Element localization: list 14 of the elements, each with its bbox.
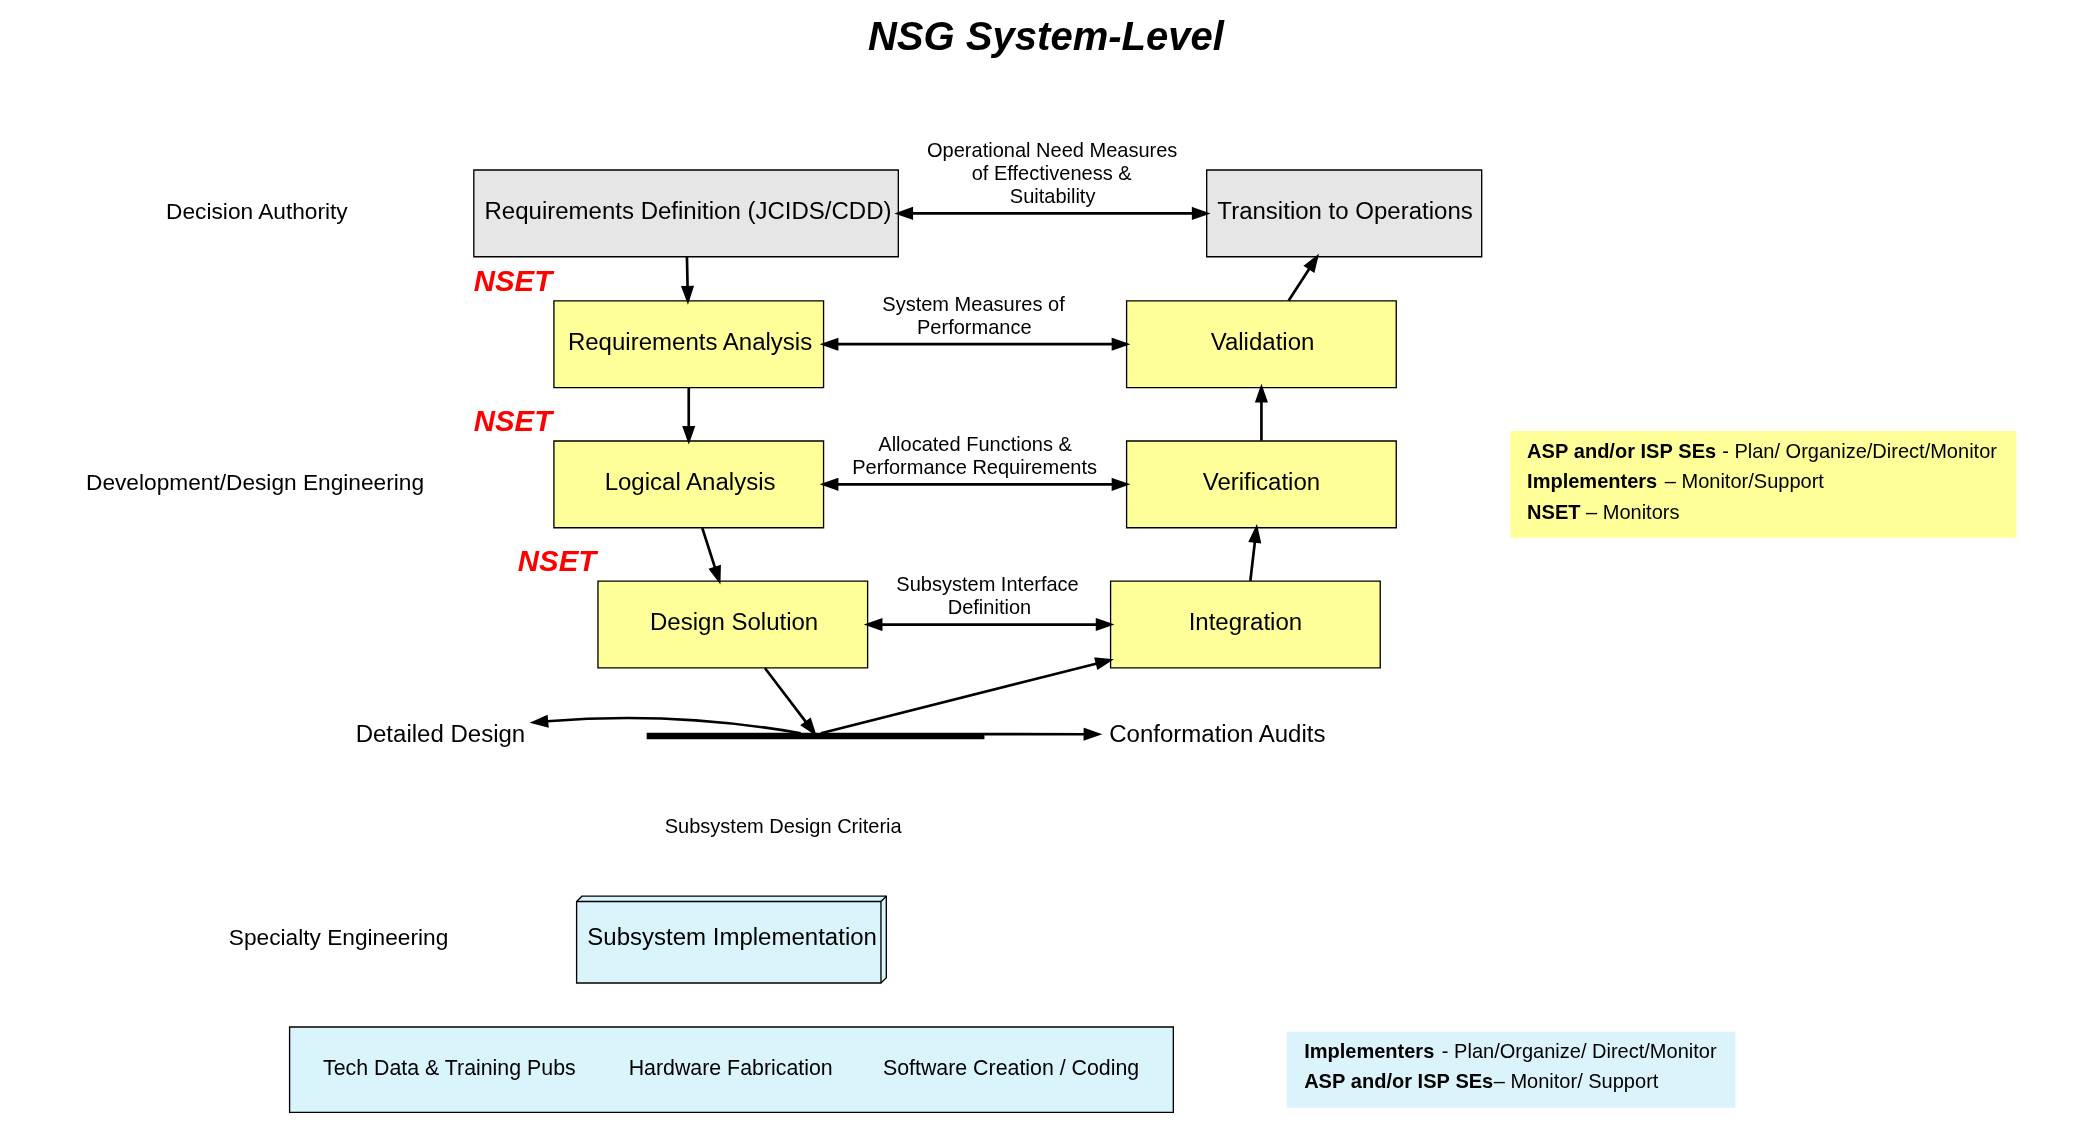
node-label: NSET [473, 263, 553, 297]
node-label: NSET [473, 404, 553, 438]
label: Development/Design Engineering [86, 468, 425, 495]
edge-label: Operational Need Measures of Effectiveness & Suitability [927, 139, 1178, 207]
edge-label: System Measures of Performance [882, 292, 1065, 338]
label: Decision Authority [166, 197, 348, 224]
diagram-title: NSG System-Level [867, 13, 1224, 58]
label: Subsystem Design Criteria [664, 814, 902, 837]
edge-label: Subsystem Interface Definition [896, 573, 1079, 618]
node-label: NSET [517, 544, 597, 578]
edge-label: Allocated Functions & Performance Requirements [852, 433, 1098, 478]
node-text: Conformation Audits [1109, 719, 1326, 747]
node-text: Detailed Design [355, 719, 526, 747]
label: Specialty Engineering [228, 924, 449, 951]
